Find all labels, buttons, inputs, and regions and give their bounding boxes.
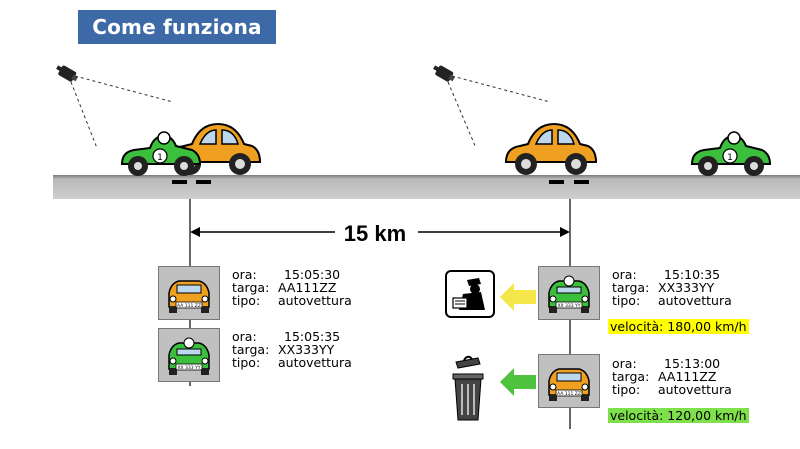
road-sensor: [574, 180, 589, 184]
type-value: autovettura: [278, 355, 352, 370]
type-value: autovettura: [658, 382, 732, 397]
police-officer-icon: [445, 270, 495, 318]
plate-value: AA111ZZ: [278, 280, 337, 295]
plate-text: AA 111 ZZ: [557, 391, 581, 397]
road-sensor: [196, 180, 211, 184]
svg-text:1: 1: [157, 153, 163, 163]
type-value: autovettura: [278, 293, 352, 308]
page-title: Come funziona: [78, 10, 276, 44]
time-value: 15:05:35: [284, 329, 341, 344]
arrow-left-icon: [500, 368, 536, 396]
speed-badge-ok: velocità: 120,00 km/h: [608, 408, 749, 423]
plate-value: XX333YY: [658, 280, 715, 295]
detection-record: ora:15:10:35 targa:XX333YY tipo:autovett…: [612, 267, 732, 308]
detection-record: ora:15:13:00 targa:AA111ZZ tipo:autovett…: [612, 356, 732, 397]
car-photo-thumbnail: AA 111 ZZ: [158, 266, 220, 320]
detection-record: ora:15:05:35 targa:XX333YY tipo:autovett…: [232, 329, 352, 370]
trash-bin-icon: [452, 355, 484, 421]
car-photo-thumbnail: XX 333 YY: [158, 328, 220, 382]
speed-camera-icon: [433, 65, 551, 149]
orange-car-icon: [504, 122, 598, 175]
car-photo-thumbnail: XX 333 YY: [538, 266, 600, 320]
time-value: 15:10:35: [664, 267, 721, 282]
detection-record: ora:15:05:30 targa:AA111ZZ tipo:autovett…: [232, 267, 352, 308]
arrow-left-icon: [500, 283, 536, 311]
plate-value: AA111ZZ: [658, 369, 717, 384]
time-value: 15:13:00: [664, 356, 721, 371]
plate-text: AA 111 ZZ: [177, 303, 201, 309]
plate-text: XX 333 YY: [557, 303, 580, 309]
plate-value: XX333YY: [278, 342, 335, 357]
distance-label: 15 km: [343, 221, 407, 246]
time-value: 15:05:30: [284, 267, 341, 282]
car-photo-thumbnail: AA 111 ZZ: [538, 354, 600, 408]
road-sensor: [172, 180, 187, 184]
svg-text:1: 1: [727, 153, 733, 163]
green-race-car-icon: 1: [120, 131, 202, 176]
road-sensor: [549, 180, 564, 184]
road: [53, 175, 800, 199]
speed-camera-icon: [56, 65, 174, 149]
plate-text: XX 333 YY: [177, 365, 200, 371]
type-value: autovettura: [658, 293, 732, 308]
speed-badge-violation: velocità: 180,00 km/h: [608, 319, 749, 334]
distance-arrow: [190, 227, 570, 237]
green-race-car-icon: 1: [690, 131, 772, 176]
